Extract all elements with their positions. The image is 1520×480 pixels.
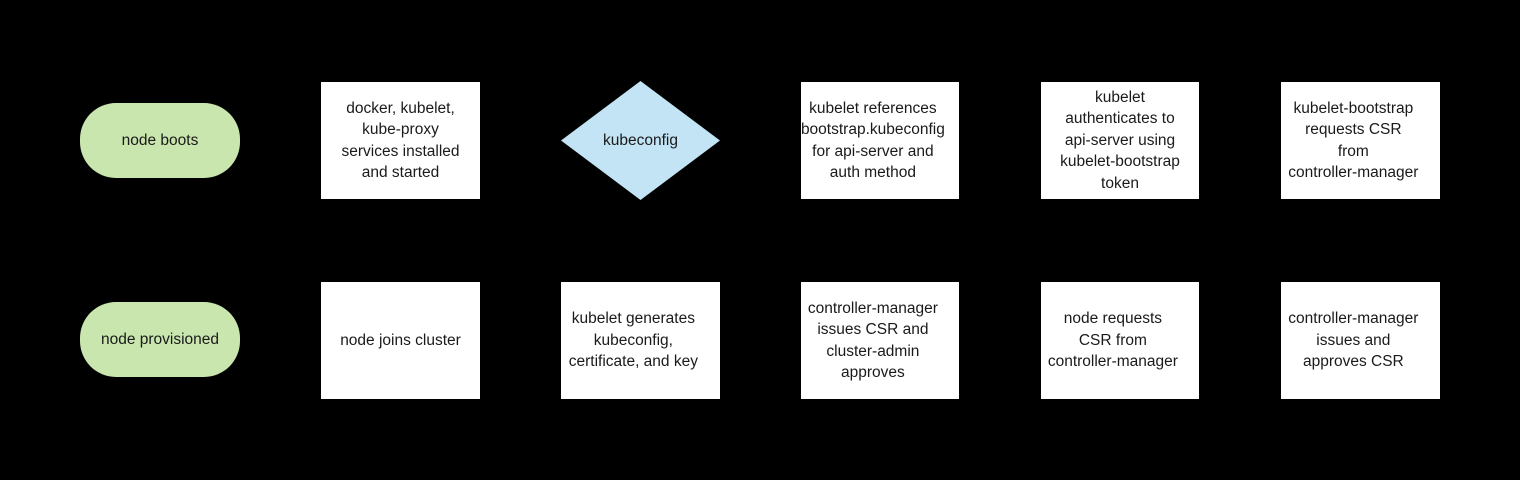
- flow-node-label: kubelet-bootstrap requests CSR from cont…: [1288, 99, 1419, 182]
- flow-node-node-requests-csr[interactable]: node requests CSR from controller-manage…: [1041, 282, 1199, 399]
- flow-node-kubeconfig[interactable]: kubeconfig: [561, 81, 720, 200]
- flow-node-label: docker, kubelet, kube-proxy services ins…: [341, 99, 460, 182]
- flow-node-label: node provisioned: [100, 330, 220, 348]
- diamond-icon: [561, 81, 720, 200]
- flow-node-kubelet-generates[interactable]: kubelet generates kubeconfig, certificat…: [561, 282, 720, 399]
- flow-node-label: controller-manager issues CSR and cluste…: [807, 299, 938, 382]
- flow-node-node-joins-cluster[interactable]: node joins cluster: [321, 282, 480, 399]
- flow-node-node-boots[interactable]: node boots: [80, 103, 240, 178]
- flow-node-bootstrap-requests-csr[interactable]: kubelet-bootstrap requests CSR from cont…: [1281, 82, 1440, 199]
- flow-node-label: kubelet authenticates to api-server usin…: [1060, 88, 1180, 192]
- flow-node-label: kubelet generates kubeconfig, certificat…: [568, 310, 698, 371]
- flow-node-kubelet-authenticates[interactable]: kubelet authenticates to api-server usin…: [1041, 82, 1199, 199]
- flow-node-node-provisioned[interactable]: node provisioned: [80, 302, 240, 377]
- flow-node-label: node boots: [121, 131, 199, 149]
- flow-node-services-installed[interactable]: docker, kubelet, kube-proxy services ins…: [321, 82, 480, 199]
- flow-node-label: node requests CSR from controller-manage…: [1047, 310, 1178, 371]
- flow-node-kubelet-references[interactable]: kubelet references bootstrap.kubeconfig …: [801, 82, 959, 199]
- flow-node-label: controller-manager issues and approves C…: [1288, 310, 1419, 371]
- flow-node-label: kubeconfig: [603, 131, 678, 149]
- flow-node-label: kubelet references bootstrap.kubeconfig …: [800, 99, 945, 182]
- flow-node-cm-issues-approves[interactable]: controller-manager issues and approves C…: [1281, 282, 1440, 399]
- flow-node-label: node joins cluster: [340, 331, 461, 349]
- flow-node-cm-issues-csr[interactable]: controller-manager issues CSR and cluste…: [801, 282, 959, 399]
